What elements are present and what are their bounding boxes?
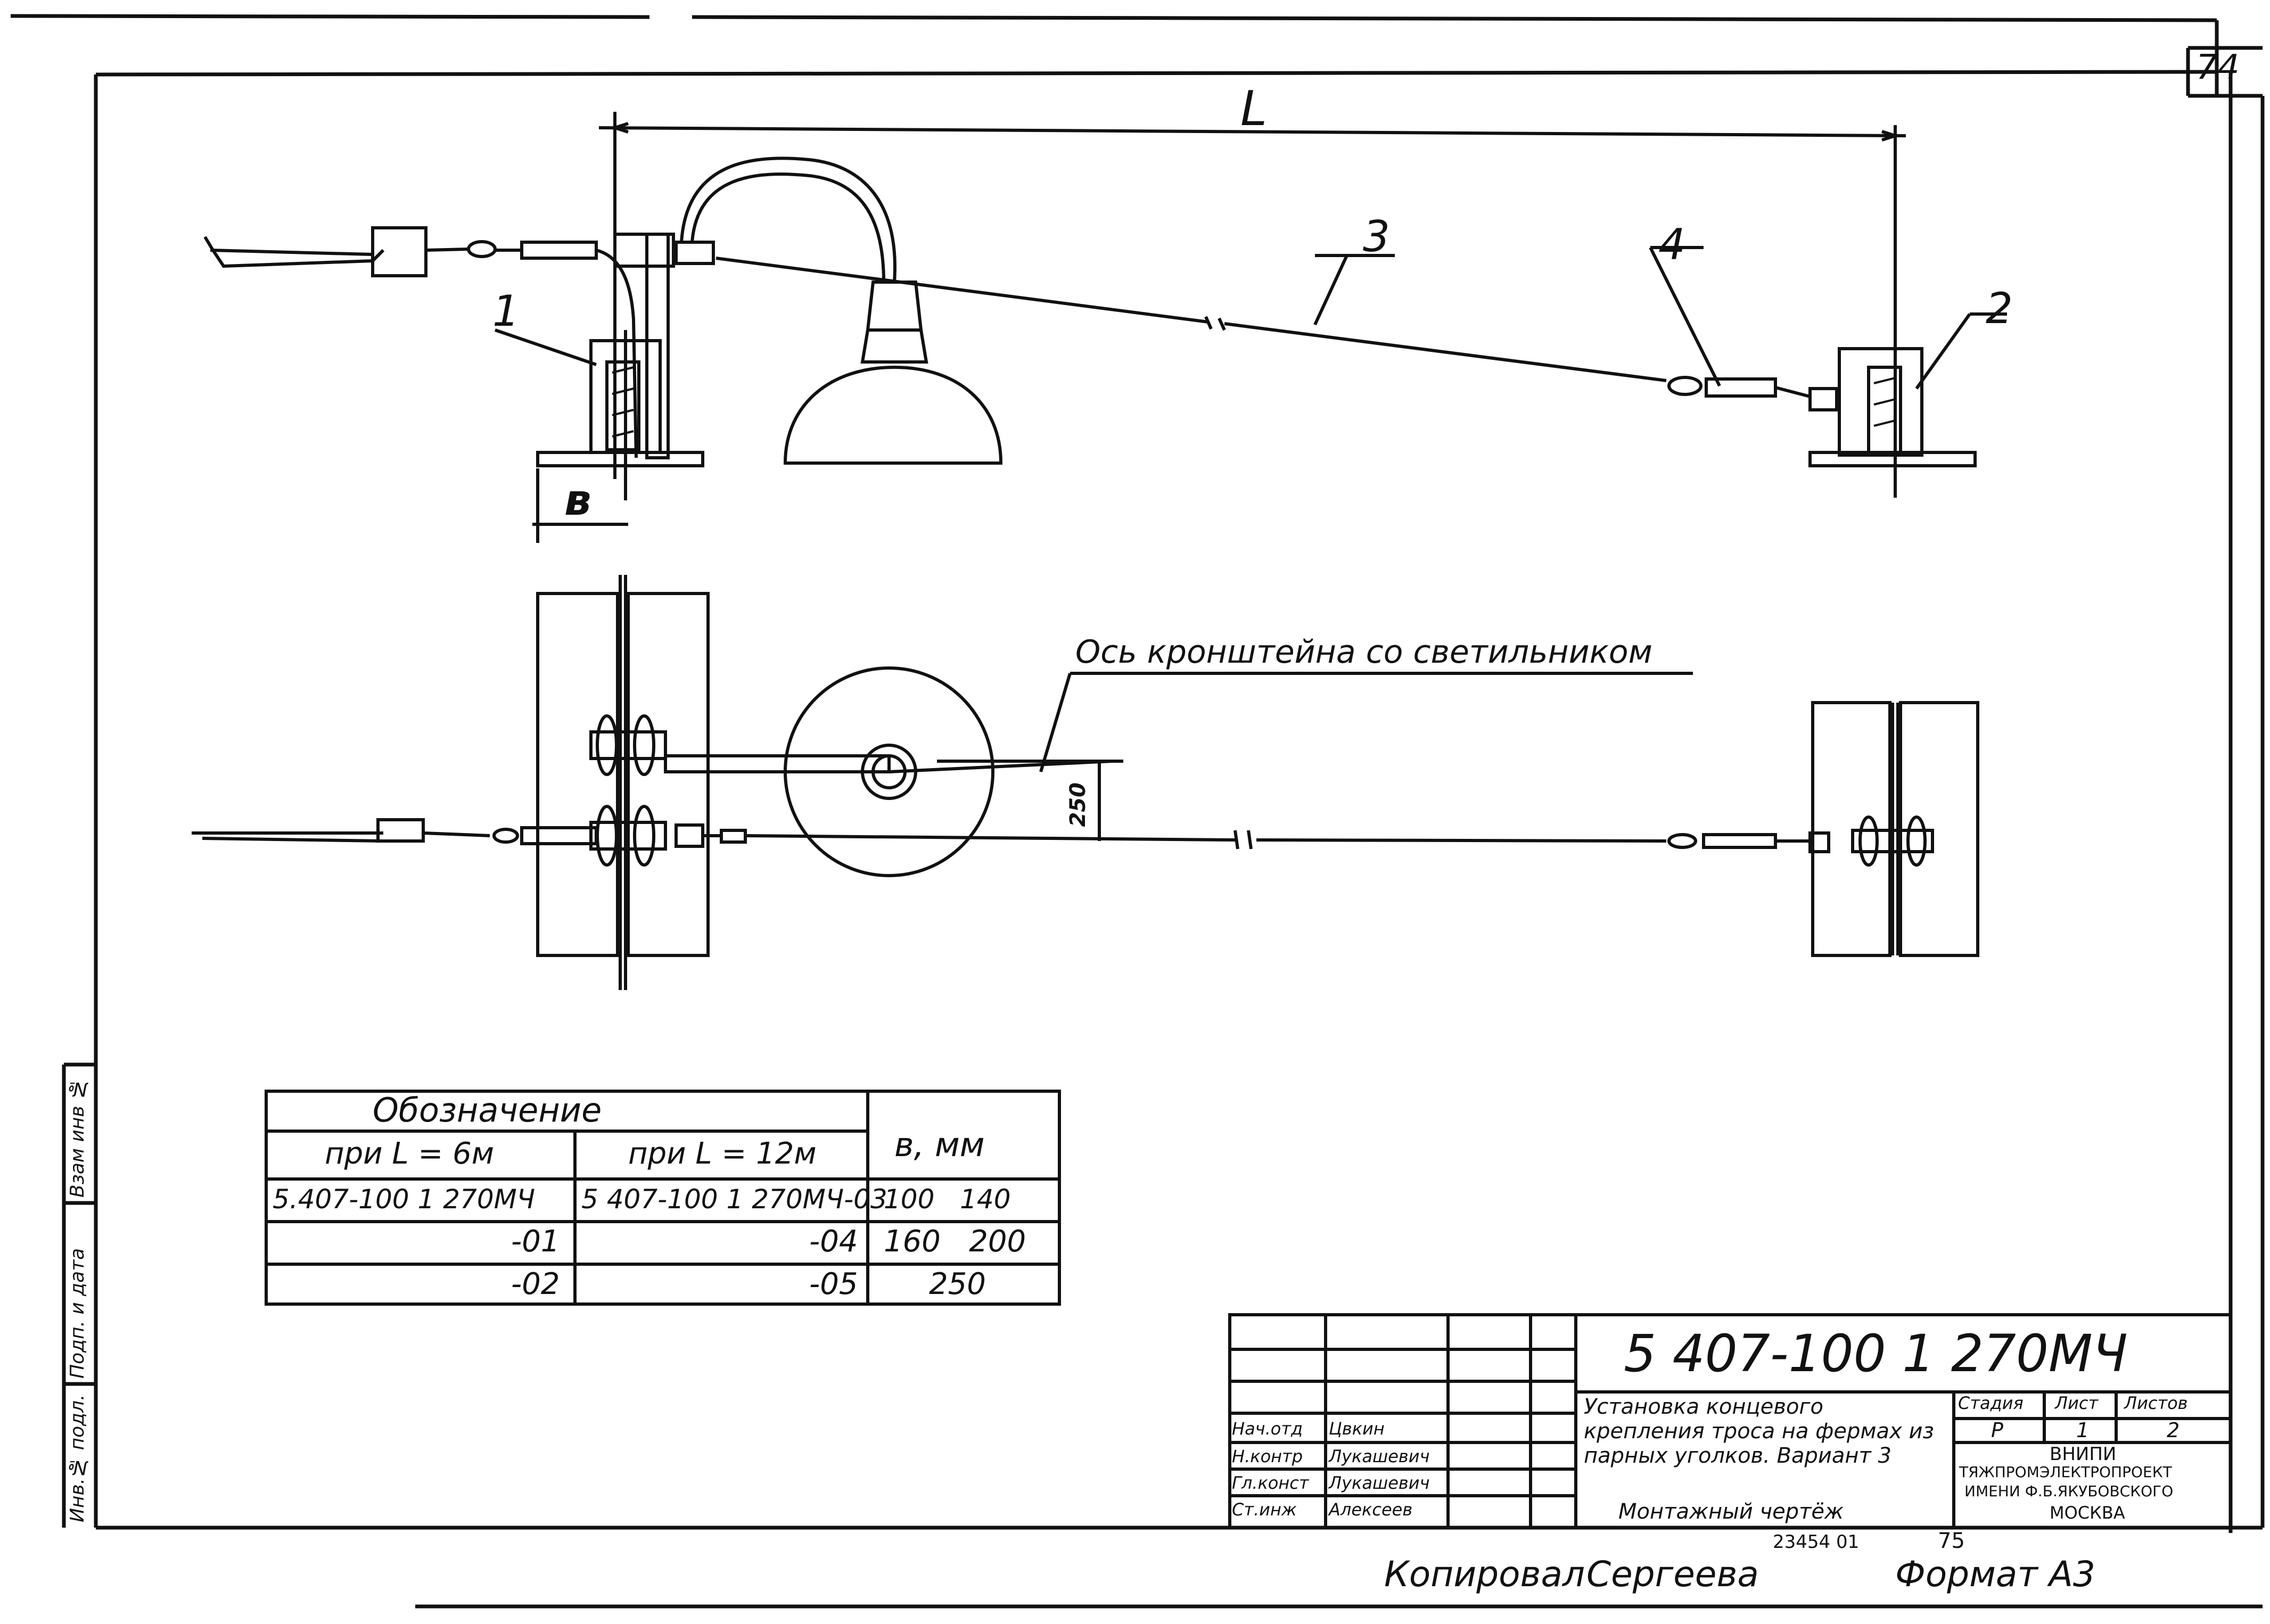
org-line-4: МОСКВА — [2050, 1503, 2125, 1523]
org-line-2: ТЯЖПРОМЭЛЕКТРОПРОЕКТ — [1959, 1463, 2172, 1481]
dimension-L-label: L — [1240, 81, 1268, 137]
table-row-2-d6: -01 — [511, 1224, 560, 1259]
table-row-1-d6: 5.407-100 1 270МЧ — [273, 1184, 536, 1215]
org-line-1: ВНИПИ — [2050, 1444, 2117, 1465]
archive-number: 23454 01 — [1773, 1531, 1860, 1553]
sheet-frame — [10, 14, 2265, 1609]
role-3: Гл.конст — [1232, 1473, 1309, 1493]
role-3-name: Лукашевич — [1329, 1473, 1430, 1493]
dimension-250-label: 250 — [1066, 782, 1090, 827]
role-2-name: Лукашевич — [1329, 1446, 1430, 1466]
table-row-3-d6: -02 — [511, 1267, 560, 1301]
plan-view — [192, 575, 1979, 990]
role-1-name: Цвкин — [1329, 1419, 1385, 1439]
document-code: 5 407-100 1 270МЧ — [1624, 1324, 2128, 1383]
table-row-1-d12: 5 407-100 1 270МЧ-03 — [581, 1184, 887, 1215]
role-2: Н.контр — [1232, 1446, 1303, 1466]
strip-original-inventory: Инв.№ подл. — [67, 1394, 88, 1522]
footer-copier-name: Сергеева — [1586, 1554, 1759, 1595]
archive-page: 75 — [1938, 1529, 1965, 1553]
callout-4: 4 — [1658, 220, 1685, 269]
footer-format: Формат А3 — [1895, 1554, 2095, 1595]
designation-table-grid — [265, 1090, 1061, 1306]
axis-note: Ось кронштейна со светильником — [1075, 633, 1652, 671]
role-4: Ст.инж — [1232, 1499, 1297, 1520]
sheets-label: Листов — [2124, 1393, 2188, 1413]
role-1: Нач.отд — [1232, 1419, 1303, 1439]
sheets-value: 2 — [2167, 1419, 2180, 1442]
callout-2: 2 — [1986, 284, 2013, 333]
document-subtitle: Монтажный чертёж — [1618, 1499, 1844, 1524]
table-header-6m: при L = 6м — [325, 1136, 494, 1171]
org-line-3: ИМЕНИ Ф.Б.ЯКУБОВСКОГО — [1964, 1482, 2174, 1500]
table-header-designation: Обозначение — [373, 1091, 602, 1130]
dimension-b-label: в — [564, 475, 591, 525]
elevation-hatching — [612, 366, 1896, 438]
table-row-2-d12: -04 — [809, 1224, 858, 1259]
stage-label: Стадия — [1958, 1393, 2024, 1413]
stage-value: Р — [1991, 1419, 2003, 1442]
role-4-name: Алексеев — [1329, 1499, 1413, 1520]
sheet-label: Лист — [2055, 1393, 2099, 1413]
elevation-view — [203, 112, 2007, 543]
title-block-grid — [1228, 1313, 2232, 1529]
sheet-value: 1 — [2076, 1419, 2090, 1442]
callout-1: 1 — [492, 286, 520, 336]
table-row-2-b: 160 200 — [884, 1224, 1026, 1259]
page-number: 74 — [2196, 48, 2240, 87]
table-row-1-b: 100 140 — [884, 1184, 1011, 1215]
callout-3: 3 — [1363, 212, 1390, 261]
table-header-b: в, мм — [894, 1125, 985, 1164]
table-row-3-d12: -05 — [809, 1267, 858, 1301]
table-header-12m: при L = 12м — [628, 1136, 817, 1171]
document-title: Установка концевого крепления троса на ф… — [1584, 1395, 1934, 1468]
footer-copied-label: Копировал — [1384, 1554, 1585, 1595]
strip-replaced-inventory: Взам инв № — [67, 1077, 88, 1198]
strip-signature-date: Подп. и дата — [67, 1248, 88, 1379]
table-row-3-b: 250 — [929, 1267, 986, 1301]
